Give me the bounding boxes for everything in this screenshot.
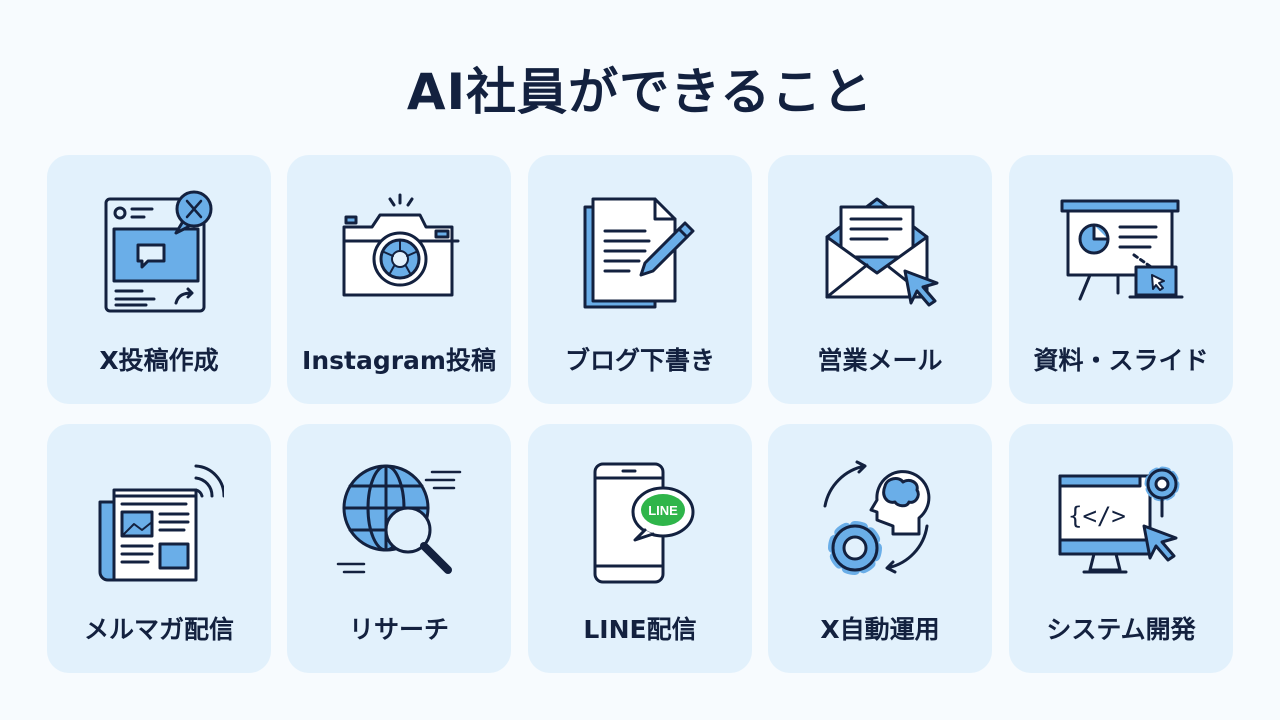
card-research: リサーチ bbox=[287, 424, 511, 673]
brain-gear-cycle-icon bbox=[823, 460, 931, 575]
page-title: AI社員ができること bbox=[406, 63, 874, 121]
envelope-cursor-icon bbox=[825, 197, 939, 307]
camera-icon bbox=[342, 193, 460, 297]
card-label: システム開発 bbox=[1046, 615, 1196, 644]
monitor-code-icon: {</> bbox=[1058, 466, 1180, 574]
card-label: X投稿作成 bbox=[99, 346, 219, 375]
card-sales-mail: 営業メール bbox=[768, 155, 992, 404]
card-label: Instagram投稿 bbox=[302, 346, 496, 375]
card-blog: ブログ下書き bbox=[528, 155, 752, 404]
card-slides: 資料・スライド bbox=[1009, 155, 1233, 404]
card-label: 資料・スライド bbox=[1033, 346, 1209, 375]
phone-line-icon: LINE bbox=[593, 462, 695, 584]
card-label: X自動運用 bbox=[820, 615, 940, 644]
card-instagram: Instagram投稿 bbox=[287, 155, 511, 404]
code-brackets-text: {</> bbox=[1068, 502, 1126, 530]
newsletter-icon bbox=[98, 464, 224, 582]
x-post-icon bbox=[104, 190, 213, 313]
line-badge-text: LINE bbox=[648, 503, 678, 518]
globe-search-icon bbox=[336, 464, 462, 574]
presentation-icon bbox=[1060, 199, 1184, 301]
card-label: メルマガ配信 bbox=[83, 615, 234, 644]
card-line: LINE LINE配信 bbox=[528, 424, 752, 673]
card-x-post: X投稿作成 bbox=[47, 155, 271, 404]
card-system-dev: {</> システム開発 bbox=[1009, 424, 1233, 673]
card-x-automation: X自動運用 bbox=[768, 424, 992, 673]
card-label: ブログ下書き bbox=[564, 346, 715, 375]
card-label: リサーチ bbox=[348, 615, 449, 644]
card-label: 営業メール bbox=[817, 346, 943, 375]
card-newsletter: メルマガ配信 bbox=[47, 424, 271, 673]
document-pen-icon bbox=[583, 197, 695, 309]
card-label: LINE配信 bbox=[583, 615, 697, 644]
